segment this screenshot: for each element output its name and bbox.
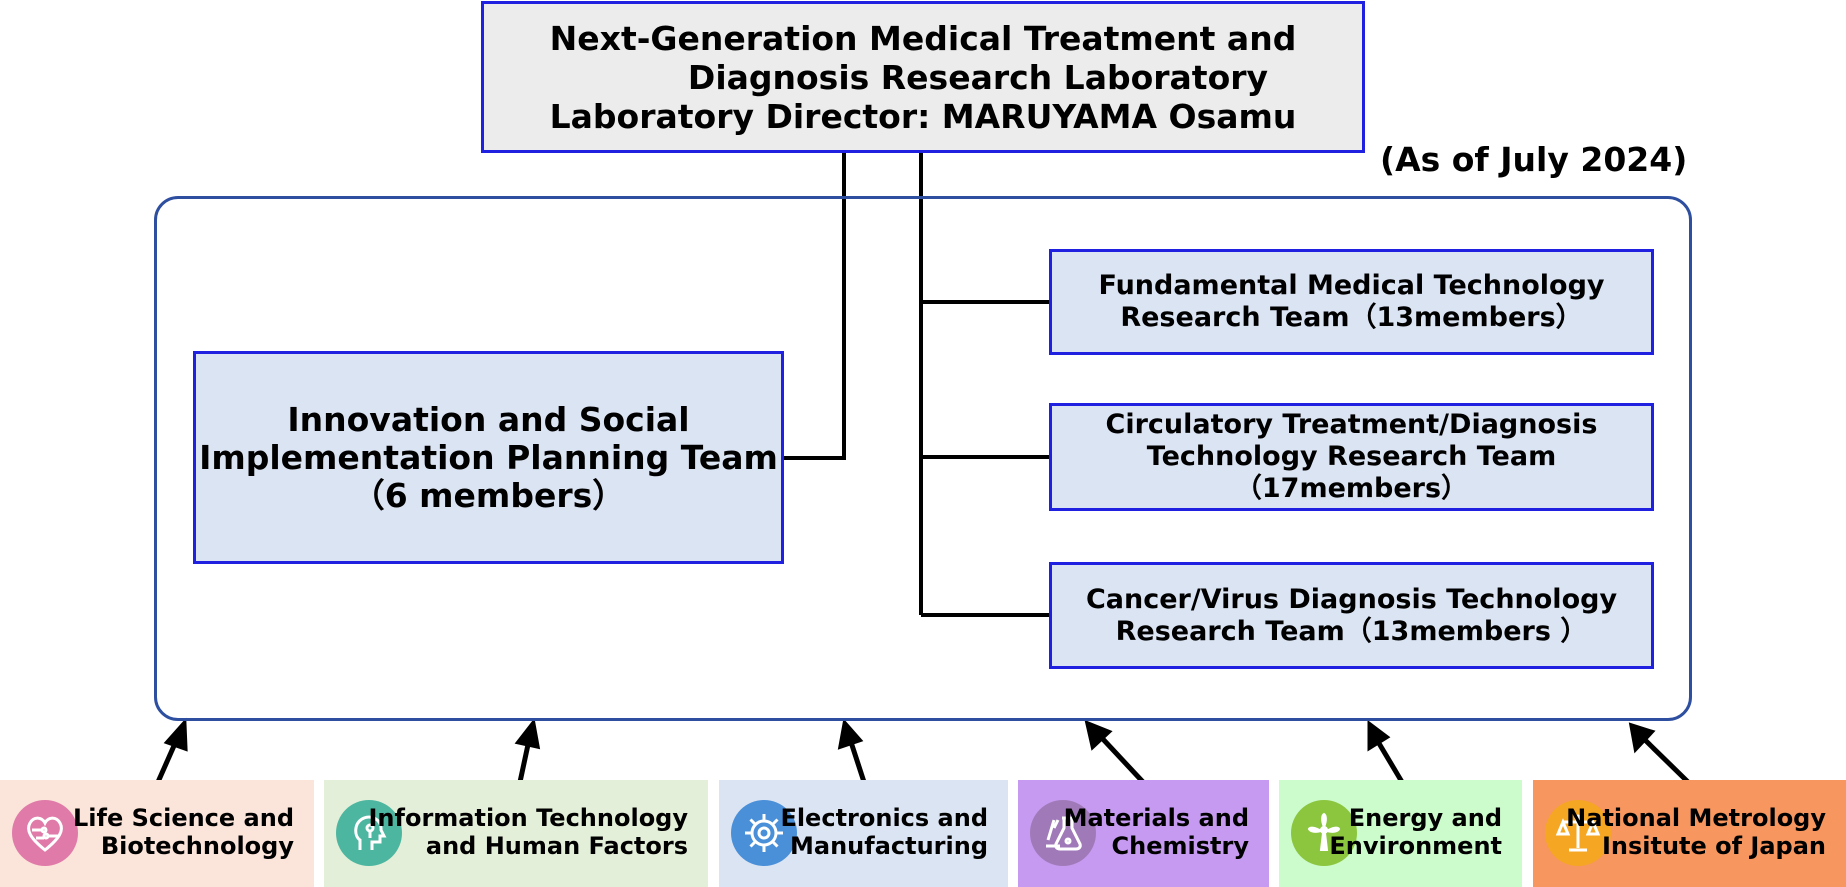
team-label-line: Circulatory Treatment/Diagnosis <box>1105 409 1598 440</box>
team-circulatory: Circulatory Treatment/Diagnosis Technolo… <box>1049 403 1654 511</box>
arrow-head-info <box>514 718 541 750</box>
arrow-info <box>517 739 532 783</box>
arrow-head-mat <box>1084 719 1113 751</box>
team-label-line: Research Team（13members） <box>1120 302 1583 333</box>
heart-icon <box>12 800 78 866</box>
connector-planning <box>784 153 846 460</box>
team-label-line: （6 members） <box>351 475 626 515</box>
department-label-line: and Human Factors <box>425 832 688 860</box>
department-label-line: Chemistry <box>1111 832 1249 860</box>
arrow-nmij <box>1641 736 1690 784</box>
department-energy: Energy and Environment <box>1279 780 1522 887</box>
department-life-science: Life Science and Biotechnology <box>0 780 314 887</box>
laboratory-director: Laboratory Director: MARUYAMA Osamu <box>549 96 1297 136</box>
laboratory-title-line1: Next-Generation Medical Treatment and <box>549 18 1297 58</box>
teams-frame <box>154 196 1692 721</box>
wind-turbine-icon <box>1291 800 1357 866</box>
team-label-line: Implementation Planning Team <box>199 437 778 477</box>
department-label-line: Energy and <box>1348 804 1502 832</box>
laboratory-title-line2: Diagnosis Research Laboratory <box>687 57 1269 97</box>
team-label-line: Innovation and Social <box>287 399 690 439</box>
department-national-metrology: National Metrology Insitute of Japan <box>1533 780 1846 887</box>
department-label-line: Electronics and <box>780 804 988 832</box>
arrow-energy <box>1374 738 1405 784</box>
flask-icon <box>1030 800 1096 866</box>
department-electronics: Electronics and Manufacturing <box>719 780 1008 887</box>
team-label-line: Cancer/Virus Diagnosis Technology <box>1085 583 1618 615</box>
team-label-line: （17members） <box>1234 473 1469 504</box>
department-label-line: Manufacturing <box>790 832 988 860</box>
team-label-line: Research Team（13members ） <box>1115 615 1588 647</box>
department-materials: Materials and Chemistry <box>1018 780 1269 887</box>
department-information-technology: Information Technology and Human Factors <box>324 780 708 887</box>
arrow-head-elec <box>837 718 864 750</box>
department-label-line: Information Technology <box>368 804 689 832</box>
arrow-head-life <box>163 717 188 752</box>
gear-icon <box>731 800 797 866</box>
scale-icon <box>1545 800 1611 866</box>
arrow-elec <box>847 738 867 783</box>
arrow-head-nmij <box>1628 722 1656 754</box>
arrow-mat <box>1099 735 1145 784</box>
department-label-line: National Metrology <box>1566 804 1826 832</box>
team-fundamental-medical: Fundamental Medical Technology Research … <box>1049 249 1654 355</box>
department-label-line: Biotechnology <box>100 832 294 860</box>
laboratory-box: Next-Generation Medical Treatment and Di… <box>481 1 1365 153</box>
department-label-line: Environment <box>1329 832 1502 860</box>
department-label-line: Materials and <box>1063 804 1249 832</box>
arrow-head-energy <box>1367 720 1391 752</box>
department-label-line: Insitute of Japan <box>1601 832 1826 860</box>
team-label-line: Technology Research Team <box>1146 441 1557 472</box>
team-label-line: Fundamental Medical Technology <box>1098 270 1605 301</box>
as-of-date: (As of July 2024) <box>1380 140 1688 179</box>
team-cancer-virus: Cancer/Virus Diagnosis Technology Resear… <box>1049 562 1654 669</box>
team-innovation-planning: Innovation and Social Implementation Pla… <box>193 351 784 564</box>
person-circuit-icon <box>336 800 402 866</box>
department-label-line: Life Science and <box>72 804 294 832</box>
